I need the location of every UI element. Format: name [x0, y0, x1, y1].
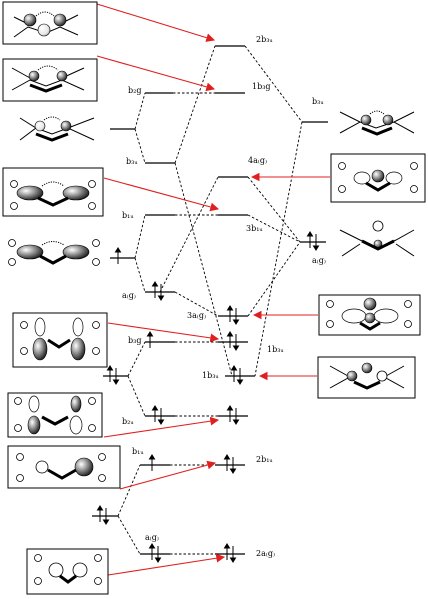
- electron-pair-2b1u: [223, 454, 237, 474]
- electron-pair-left-cluster-low: [96, 505, 110, 525]
- label-1b3g: 1b₃g: [252, 82, 271, 91]
- label-left-b2g: b₂g: [128, 86, 141, 95]
- label-2b3u: 2b₃ᵤ: [256, 35, 273, 44]
- arrow-to-2b1u: [119, 460, 217, 490]
- label-left-b3g: b₃g: [128, 336, 141, 345]
- electron-up-left-a: [114, 247, 122, 264]
- label-left-ag: a₍g₎: [122, 291, 136, 300]
- orbital-box-8: [7, 445, 121, 489]
- electron-pair-left-cluster-mid: [106, 365, 120, 385]
- label-4ag: 4a₍g₎: [248, 156, 267, 165]
- label-left-b1u-low: b₁ᵤ: [132, 447, 144, 456]
- arrow-to-3b1u: [103, 177, 220, 212]
- orbital-right-mid: [339, 220, 415, 257]
- orbital-right-top: [339, 110, 415, 136]
- orbital-5: [8, 239, 100, 266]
- label-right-b3u: b₃ᵤ: [312, 97, 324, 106]
- label-1b3u-center: 1b₃ᵤ: [202, 371, 219, 380]
- orbital-3: [19, 116, 95, 142]
- electron-pair-1b3u-upper: [226, 331, 240, 351]
- electron-pair-2ag: [223, 543, 237, 563]
- orbital-right-box-3: [317, 356, 416, 399]
- label-1b3u: 1b₃ᵤ: [267, 345, 284, 354]
- arrow-to-2b2u: [103, 416, 220, 438]
- label-left-b3u: b₃ᵤ: [126, 157, 138, 166]
- center-levels: [215, 45, 255, 555]
- label-2b1u: 2b₁ᵤ: [256, 455, 273, 464]
- label-left-b1u: b₁ᵤ: [122, 211, 134, 220]
- arrow-to-1b3u-upper: [107, 322, 220, 343]
- electron-pair-2b2u: [226, 405, 240, 425]
- orbital-box-7: [7, 392, 103, 438]
- electron-pair-left-b2u: [151, 405, 165, 425]
- label-3ag: 3a₍g₎: [187, 311, 206, 320]
- label-left-ag-low: a₍g₎: [145, 533, 159, 542]
- electron-pair-right-ag: [306, 231, 320, 251]
- red-arrows: [96, 3, 330, 576]
- label-3b1u: 3b₁ᵤ: [246, 224, 263, 233]
- orbital-right-box-2: [318, 294, 421, 336]
- orbital-box-6: [12, 312, 108, 368]
- electrons: [96, 231, 320, 563]
- electron-up-left-b1u-low: [148, 454, 156, 471]
- orbital-box-4: [2, 167, 104, 217]
- orbital-box-1: [2, 1, 98, 45]
- electron-pair-left-ag: [151, 281, 165, 301]
- orbital-box-9: [26, 548, 109, 595]
- arrow-to-2ag: [107, 553, 226, 576]
- right-levels: [300, 121, 328, 243]
- electron-pair-1b3u-lower: [230, 365, 244, 385]
- orbital-right-box-1: [330, 153, 426, 203]
- arrow-to-1b3g: [96, 55, 216, 92]
- electron-pair-3ag: [226, 305, 240, 325]
- label-2ag: 2a₍g₎: [256, 549, 275, 558]
- orbital-box-2: [2, 58, 98, 102]
- electron-up-left-b3g: [146, 331, 154, 348]
- correlation-lines: [117, 45, 303, 555]
- arrow-to-2b3u: [96, 3, 216, 42]
- label-left-b2u: b₂ᵤ: [122, 417, 134, 426]
- electron-pair-left-ag-low: [148, 543, 162, 563]
- labels: 2b₃ᵤ 1b₃g 4a₍g₎ 3b₁ᵤ 3a₍g₎ 1b₃ᵤ 1b₃ᵤ 2b₁…: [122, 35, 326, 558]
- label-right-ag: a₍g₎: [312, 256, 326, 265]
